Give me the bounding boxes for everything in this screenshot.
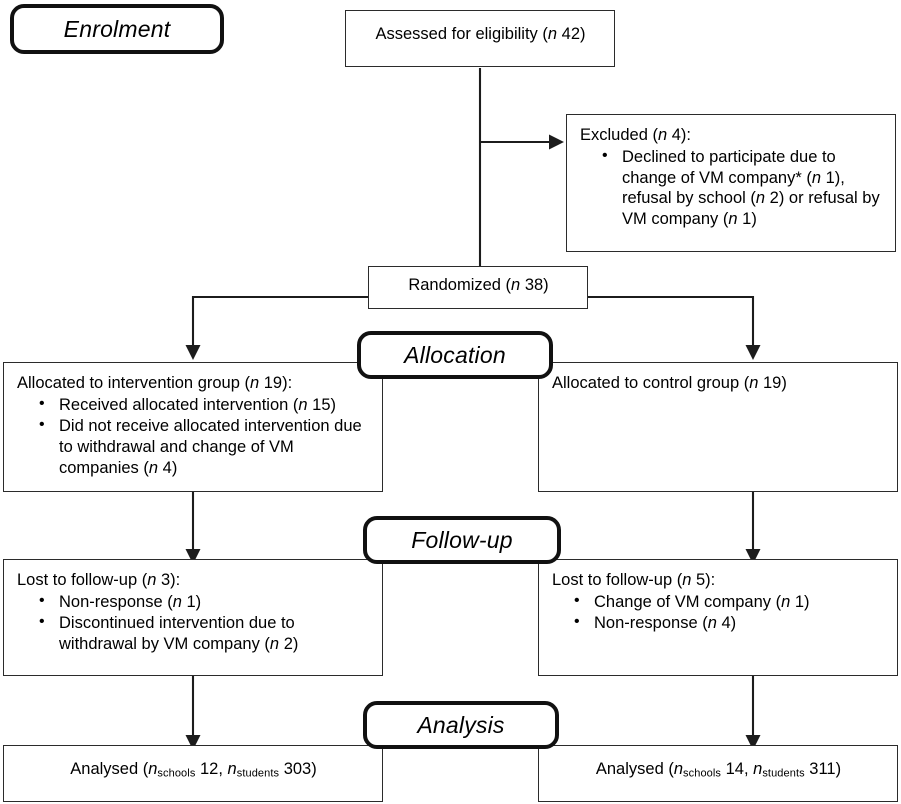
phase-label-enrolment-text: Enrolment — [63, 15, 171, 42]
subscript-students: students — [236, 767, 280, 780]
italic-n: n — [707, 614, 717, 633]
italic-n: n — [728, 210, 738, 229]
phase-label-allocation: Allocation — [357, 331, 553, 379]
italic-n: n — [682, 571, 692, 589]
italic-n: n — [269, 634, 280, 653]
italic-n: n — [511, 276, 521, 294]
italic-n: n — [673, 760, 684, 778]
italic-n: n — [148, 760, 158, 778]
italic-n: n — [753, 760, 763, 778]
phase-label-followup-text: Follow-up — [411, 526, 513, 553]
subscript-students: students — [762, 767, 805, 780]
italic-n: n — [249, 374, 260, 392]
italic-n: n — [147, 571, 157, 589]
bullet-item: Change of VM company (n 1) — [574, 591, 885, 613]
bullet-item: Declined to participate due to change of… — [602, 146, 883, 230]
italic-n: n — [811, 168, 822, 187]
italic-n: n — [227, 760, 237, 778]
box-analysed-control: Analysed (nschools 14, nstudents 311) — [538, 745, 898, 802]
bullet-item: Non-response (n 4) — [574, 612, 885, 634]
subscript-schools: schools — [683, 767, 722, 780]
bullet-item: Non-response (n 1) — [39, 591, 370, 613]
italic-n: n — [657, 126, 668, 144]
assessed-text: Assessed for eligibility (n 42) — [375, 25, 586, 43]
analysed-intervention-text: Analysed (nschools 12, nstudents 303) — [70, 760, 317, 780]
italic-n: n — [148, 458, 159, 477]
bullet-item: Did not receive allocated intervention d… — [39, 415, 370, 478]
excluded-heading: Excluded (n 4): — [580, 126, 691, 144]
italic-n: n — [298, 395, 308, 414]
phase-label-analysis: Analysis — [363, 701, 559, 749]
italic-n: n — [749, 374, 759, 392]
italic-n: n — [781, 592, 791, 611]
box-assessed-for-eligibility: Assessed for eligibility (n 42) — [345, 10, 615, 67]
lost-followup-intervention-heading: Lost to follow-up (n 3): — [17, 571, 181, 589]
bullet-item: Discontinued intervention due to withdra… — [39, 612, 370, 655]
italic-n: n — [172, 592, 182, 611]
box-lost-followup-intervention: Lost to follow-up (n 3): Non-response (n… — [3, 559, 383, 676]
phase-label-followup: Follow-up — [363, 516, 561, 564]
italic-n: n — [547, 25, 558, 43]
excluded-bullet-list: Declined to participate due to change of… — [580, 146, 883, 230]
randomized-text: Randomized (n 38) — [408, 276, 549, 294]
italic-n: n — [755, 189, 766, 208]
box-allocated-intervention: Allocated to intervention group (n 19): … — [3, 362, 383, 492]
box-analysed-intervention: Analysed (nschools 12, nstudents 303) — [3, 745, 383, 802]
box-lost-followup-control: Lost to follow-up (n 5): Change of VM co… — [538, 559, 898, 676]
analysed-control-text: Analysed (nschools 14, nstudents 311) — [595, 760, 842, 780]
phase-label-enrolment: Enrolment — [10, 4, 224, 54]
allocated-intervention-heading: Allocated to intervention group (n 19): — [17, 374, 293, 392]
allocated-intervention-bullet-list: Received allocated intervention (n 15)Di… — [17, 394, 370, 479]
subscript-schools: schools — [157, 767, 196, 780]
box-allocated-control: Allocated to control group (n 19) — [538, 362, 898, 492]
lost-followup-control-heading: Lost to follow-up (n 5): — [552, 571, 716, 589]
allocated-control-heading: Allocated to control group (n 19) — [552, 374, 787, 392]
box-excluded: Excluded (n 4): Declined to participate … — [566, 114, 896, 252]
box-randomized: Randomized (n 38) — [368, 266, 588, 309]
lost-followup-control-bullet-list: Change of VM company (n 1)Non-response (… — [552, 591, 885, 634]
lost-followup-intervention-bullet-list: Non-response (n 1)Discontinued intervent… — [17, 591, 370, 655]
phase-label-analysis-text: Analysis — [417, 711, 505, 738]
phase-label-allocation-text: Allocation — [404, 341, 506, 368]
bullet-item: Received allocated intervention (n 15) — [39, 394, 370, 416]
